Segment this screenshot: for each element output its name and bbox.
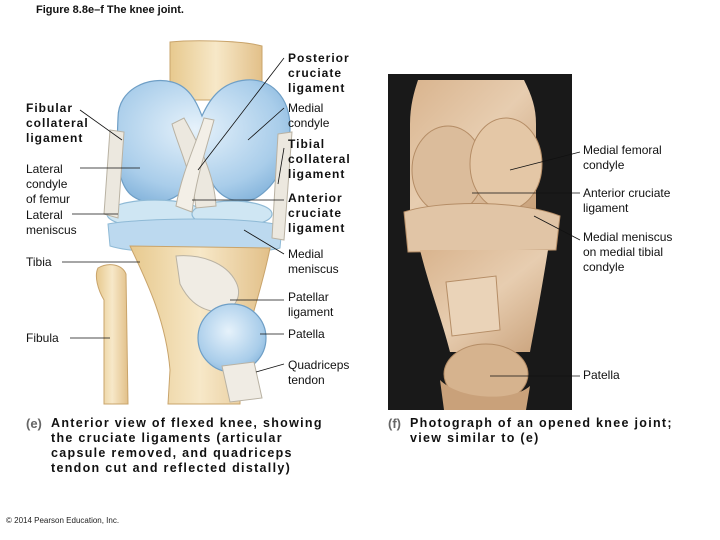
label-anterior-cruciate-ligament-f: Anterior cruciate ligament: [583, 186, 671, 215]
label-fibular-collateral-ligament: Fibular collateral ligament: [26, 101, 89, 145]
caption-e-letter: (e): [26, 416, 42, 431]
label-lateral-meniscus: Lateral meniscus: [26, 208, 77, 237]
label-patella-f: Patella: [583, 368, 620, 382]
label-patellar-ligament: Patellar ligament: [288, 290, 334, 319]
knee-photograph-f: [388, 74, 572, 410]
caption-f-text: Photograph of an opened knee joint; view…: [410, 416, 673, 445]
leader-lines: [62, 57, 581, 377]
label-quadriceps-tendon: Quadriceps tendon: [288, 358, 350, 387]
label-tibia: Tibia: [26, 255, 52, 269]
caption-e-text: Anterior view of flexed knee, showing th…: [51, 416, 323, 475]
label-medial-meniscus: Medial meniscus: [288, 247, 339, 276]
label-posterior-cruciate-ligament: Posterior cruciate ligament: [288, 51, 350, 95]
label-lateral-condyle-of-femur: Lateral condyle of femur: [26, 162, 71, 206]
label-tibial-collateral-ligament: Tibial collateral ligament: [288, 137, 351, 181]
label-medial-femoral-condyle: Medial femoral condyle: [583, 143, 662, 172]
copyright-notice: © 2014 Pearson Education, Inc.: [6, 516, 120, 525]
label-fibula: Fibula: [26, 331, 59, 345]
label-medial-condyle: Medial condyle: [288, 101, 330, 130]
label-anterior-cruciate-ligament: Anterior cruciate ligament: [288, 191, 346, 235]
label-patella-e: Patella: [288, 327, 325, 341]
caption-f-letter: (f): [388, 416, 401, 431]
label-medial-meniscus-tibial-condyle: Medial meniscus on medial tibial condyle: [583, 230, 673, 274]
knee-illustration-e: [95, 40, 293, 405]
figure-title: Figure 8.8e–f The knee joint.: [36, 4, 184, 16]
